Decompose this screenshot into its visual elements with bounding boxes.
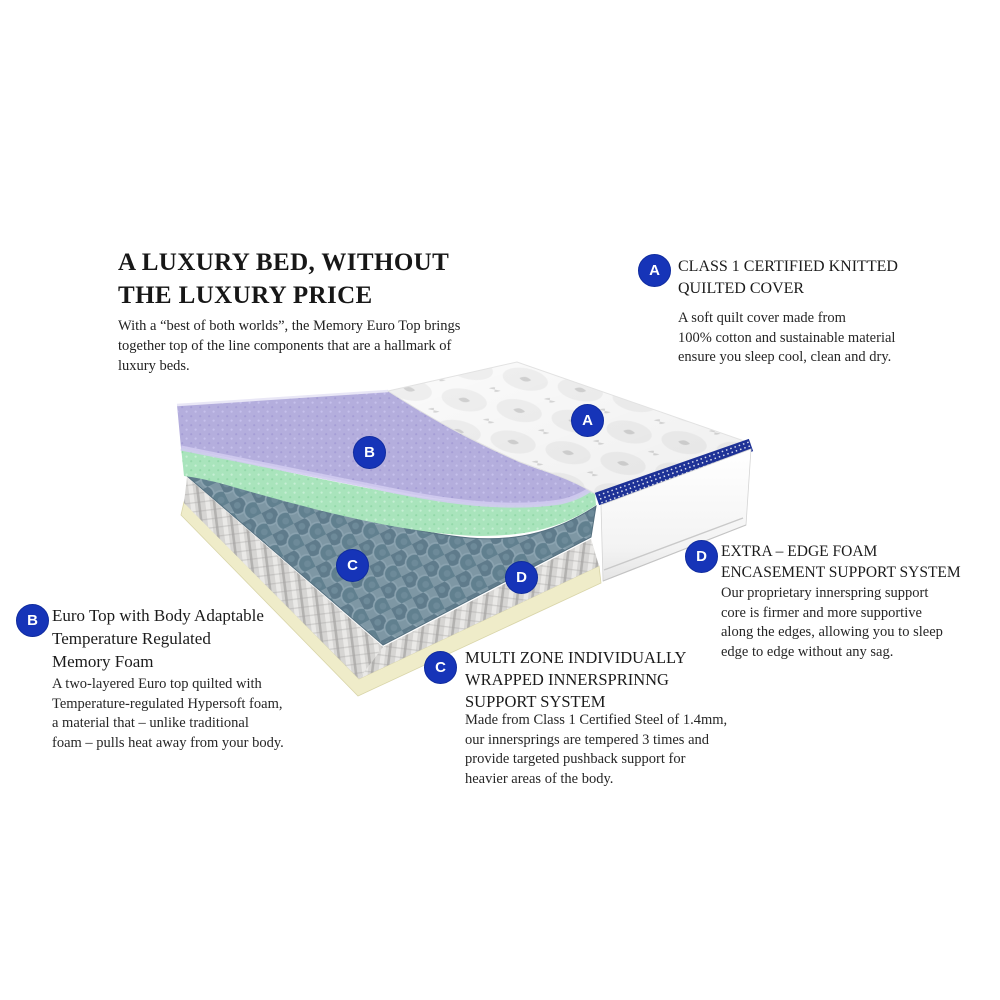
page-description: With a “best of both worlds”, the Memory… (118, 318, 461, 374)
callout-b-badge: B (16, 604, 49, 637)
callout-d-heading: EXTRA – EDGE FOAM ENCASEMENT SUPPORT SYS… (721, 543, 961, 581)
innerspring-right-face (359, 539, 599, 679)
quilted-cover-layer (386, 361, 752, 498)
callout-a-heading: CLASS 1 CERTIFIED KNITTED QUILTED COVER (678, 258, 898, 297)
page-title: A LUXURY BED, WITHOUT THE LUXURY PRICE (118, 246, 449, 312)
callout-b-body: A two-layered Euro top quilted with Temp… (52, 676, 284, 751)
diagram-marker-a: A (571, 404, 604, 437)
diagram-marker-c: C (336, 549, 369, 582)
callout-c-badge: C (424, 651, 457, 684)
edge-support-panel (600, 448, 752, 582)
page-title-line: THE LUXURY PRICE (118, 282, 373, 309)
callout-d-badge: D (685, 540, 718, 573)
page-title-line: A LUXURY BED, WITHOUT (118, 249, 450, 276)
diagram-marker-b: B (353, 436, 386, 469)
callout-c-heading: MULTI ZONE INDIVIDUALLY WRAPPED INNERSPR… (465, 648, 687, 711)
callout-d-body: Our proprietary innerspring support core… (721, 585, 943, 660)
comfort-foam-layer (181, 447, 596, 536)
callout-b-heading: Euro Top with Body Adaptable Temperature… (52, 606, 264, 671)
callout-a-body: A soft quilt cover made from 100% cotton… (678, 310, 896, 365)
innerspring-left-face (184, 477, 383, 679)
callout-a-badge: A (638, 254, 671, 287)
diagram-marker-d: D (505, 561, 538, 594)
callout-c-body: Made from Class 1 Certified Steel of 1.4… (465, 712, 728, 787)
border-tape (594, 438, 754, 506)
